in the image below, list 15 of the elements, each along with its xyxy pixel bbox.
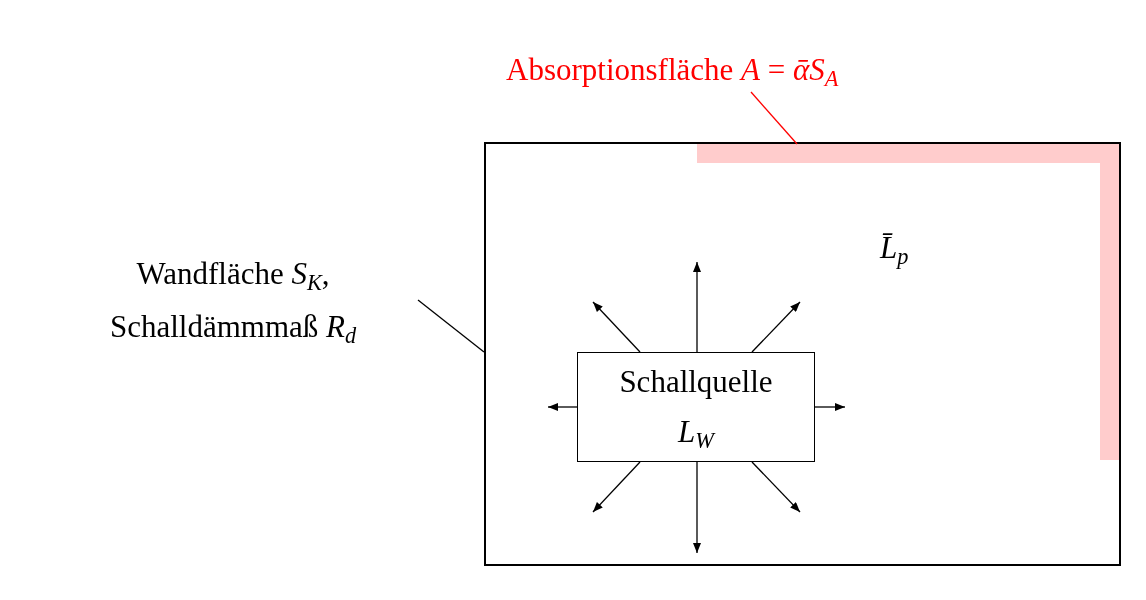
wall-label: Wandfläche S$_{K}$, Schalldämmmaß R$_{d}$ bbox=[48, 247, 418, 353]
sound-source-box: Schallquelle L$_{W}$ bbox=[577, 352, 815, 462]
arrow bbox=[751, 461, 801, 513]
arrow bbox=[592, 461, 641, 513]
leader-line bbox=[417, 299, 485, 353]
arrow bbox=[751, 301, 801, 353]
arrow bbox=[693, 261, 701, 353]
arrow bbox=[592, 301, 641, 353]
arrow bbox=[693, 461, 701, 554]
room-outline bbox=[484, 142, 1121, 566]
callout-label: Absorptionsfläche A = ᾱS$_{A}$ bbox=[506, 47, 839, 92]
level-label: L̄$_{p}$ bbox=[880, 229, 909, 268]
arrow bbox=[814, 403, 846, 411]
arrow bbox=[547, 403, 578, 411]
leader-line bbox=[750, 91, 798, 145]
